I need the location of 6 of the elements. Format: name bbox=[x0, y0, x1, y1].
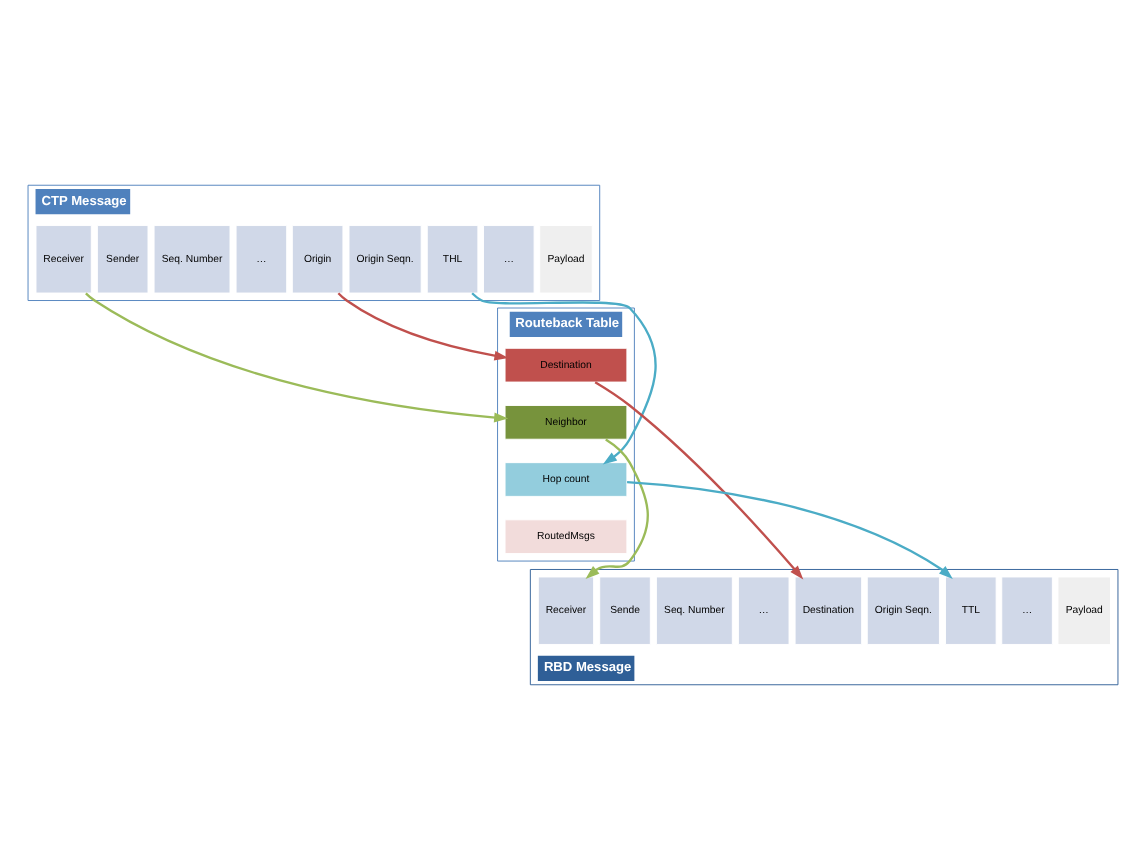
arrow bbox=[627, 479, 953, 578]
arrow bbox=[594, 380, 804, 579]
arrow bbox=[337, 291, 509, 360]
arrow bbox=[471, 291, 657, 464]
arrow bbox=[585, 437, 649, 578]
arrow bbox=[85, 291, 509, 422]
